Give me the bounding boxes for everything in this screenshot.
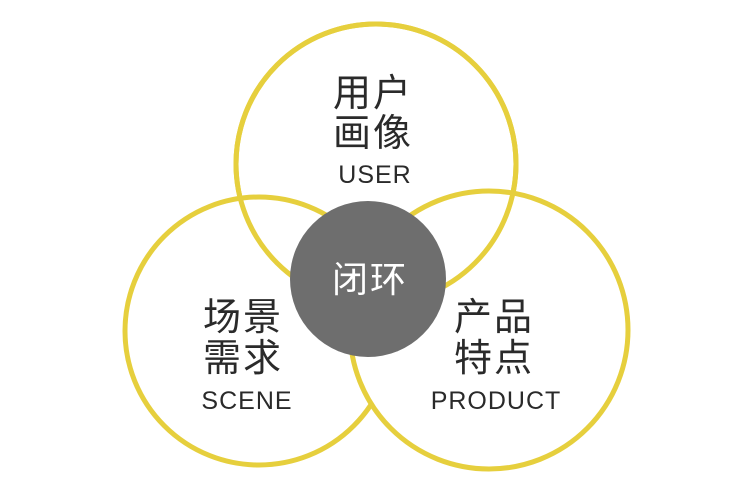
user-label-line1: 用户 xyxy=(333,71,413,115)
product-label-line2: 特点 xyxy=(454,336,534,380)
center-circle xyxy=(290,201,446,357)
scene-label-line1: 场景 xyxy=(203,295,283,339)
center-label: 闭环 xyxy=(332,260,408,301)
product-label-line1: 产品 xyxy=(454,295,534,339)
user-label-english: USER xyxy=(338,161,411,189)
user-label-line2: 画像 xyxy=(333,111,413,155)
product-label-english: PRODUCT xyxy=(431,387,562,415)
scene-label-english: SCENE xyxy=(201,387,292,415)
scene-label-line2: 需求 xyxy=(203,336,283,380)
